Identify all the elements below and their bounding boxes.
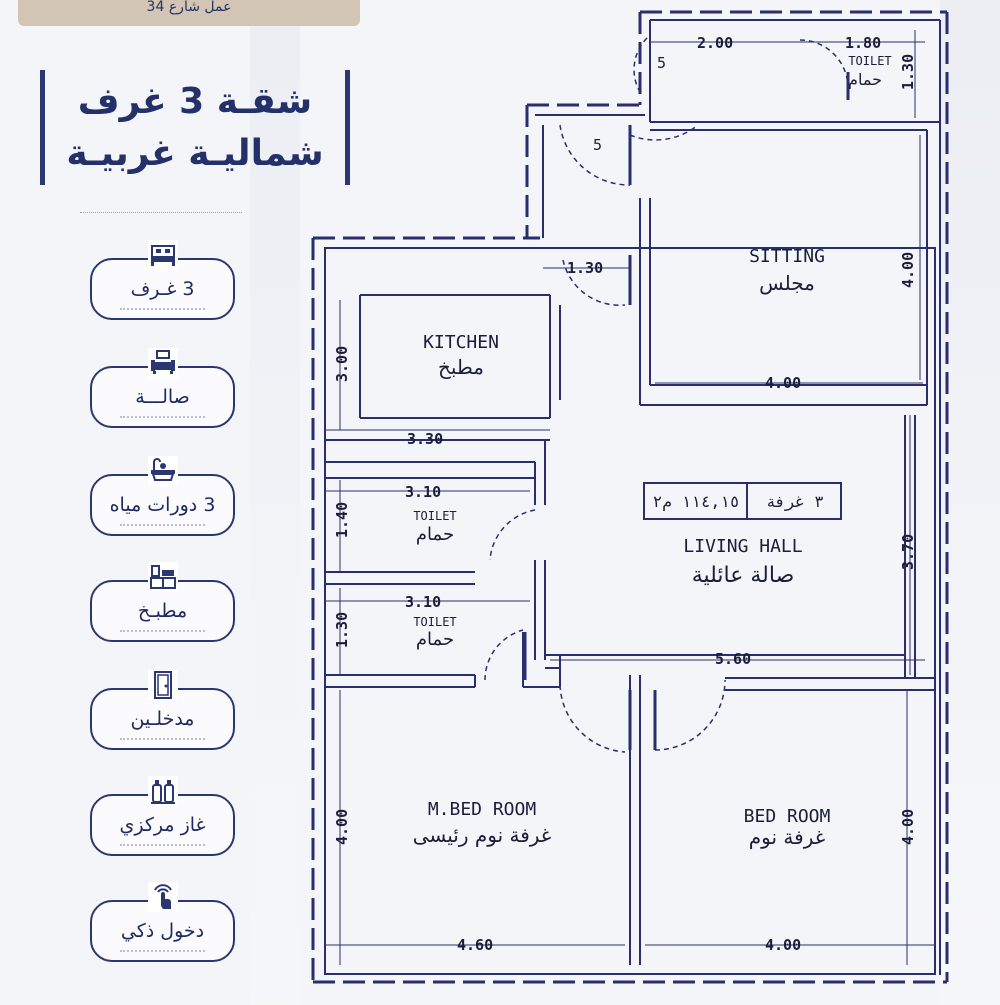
room-label-toilet-ar: حمام [416,629,454,650]
room-label-bed-en: BED ROOM [744,806,831,827]
room-label-sitting-en: SITTING [749,246,825,267]
room-label-toilet-en: TOILET [413,615,456,629]
door-leaves [523,72,850,750]
room-label-living-en: LIVING HALL [683,536,802,557]
outer-boundary [311,10,949,984]
dim-bed-v: 4.00 [899,809,917,845]
room-label-sitting-ar: مجلس [759,271,815,295]
kitchen-icon [148,562,178,592]
room-label-toilet-en: TOILET [848,54,891,68]
background-stripe [940,0,1000,1005]
room-label-kitchen-en: KITCHEN [423,332,499,353]
top-banner: عمل شارع 34 [18,0,360,26]
room-label-toilet-ar: حمام [416,524,454,545]
dim-mbed-v: 4.00 [333,809,351,845]
bed-icon [148,240,178,270]
feature-label: 3 غـرف [130,278,195,300]
feature-label: صالـــة [135,386,190,408]
gas-cylinder-icon [148,776,178,806]
room-label-kitchen-ar: مطبخ [438,355,484,379]
dim-toilet1-h: 3.10 [405,483,441,501]
feature-label: دخول ذكي [120,920,205,942]
room-label-living-ar: صالة عائلية [692,563,795,588]
bathtub-icon [148,456,178,486]
dim-sitting-v: 4.00 [899,252,917,288]
area-box-area: ١١٤,١٥ م٢ [653,492,740,511]
dim-living-v: 3.70 [899,534,917,570]
feature-label: مدخلـين [130,708,195,730]
dim-top-left: 2.00 [697,34,733,52]
dim-toilet1-v: 1.40 [333,502,351,538]
door-swings [484,37,849,753]
floor-plan: 5 5 2.00 1.80 1.30 1.30 4.00 4.00 3.00 3… [311,10,949,984]
dim-kitchen-h: 3.30 [407,430,443,448]
dim-toilet2-h: 3.10 [405,593,441,611]
sofa-icon [148,348,178,378]
area-box-rooms: ٣ غرفة [766,492,824,512]
door-icon [148,670,178,700]
dim-living-h: 5.60 [715,650,751,668]
room-label-mbed-ar: غرفة نوم رئيسى [413,823,552,847]
dim-top-right: 1.80 [845,34,881,52]
feature-card-central-gas: غاز مركزي [90,794,235,856]
background-stripe [250,0,300,1005]
dimension-lines [325,30,935,965]
dim-toilet2-v: 1.30 [333,612,351,648]
dim-kitchen-v: 3.00 [333,346,351,382]
door-number: 5 [657,54,666,72]
door-number: 5 [593,136,602,154]
feature-label: 3 دورات مياه [109,494,216,516]
room-label-mbed-en: M.BED ROOM [428,799,537,820]
dim-mbed-h: 4.60 [457,936,493,954]
area-box [643,482,842,520]
feature-label: مطبـخ [137,600,188,622]
title-block: شقـة 3 غرف شماليـة غربيـة [40,70,350,185]
dim-entry: 1.30 [567,259,603,277]
room-label-toilet-en: TOILET [413,509,456,523]
feature-label: غاز مركزي [119,814,206,836]
dim-bed-h: 4.00 [765,936,801,954]
smart-touch-icon [148,882,178,912]
divider [80,212,242,213]
title-line-1: شقـة 3 غرف [77,80,313,122]
feature-card-bathrooms: 3 دورات مياه [90,474,235,536]
room-label-bed-ar: غرفة نوم [749,825,825,849]
dim-sitting-h: 4.00 [765,374,801,392]
title-line-2: شماليـة غربيـة [66,132,324,174]
room-label-toilet-ar: حمام [848,70,882,89]
dim-toilet-top-v: 1.30 [899,54,917,90]
banner-text: عمل شارع 34 [146,0,232,15]
